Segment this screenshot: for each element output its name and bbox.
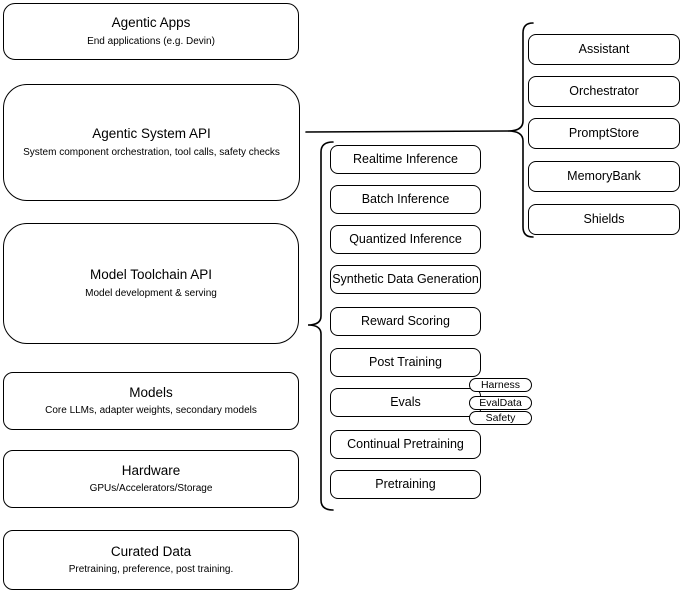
box-agentic-apps: Agentic Apps End applications (e.g. Devi… <box>3 3 299 60</box>
toolchain-item-pretraining-label: Pretraining <box>375 476 436 491</box>
toolchain-item-post-training: Post Training <box>330 348 481 377</box>
box-curated-data: Curated Data Pretraining, preference, po… <box>3 530 299 590</box>
box-agentic-system-api: Agentic System API System component orch… <box>3 84 300 201</box>
component-assistant: Assistant <box>528 34 680 65</box>
toolchain-item-quantized-inference-label: Quantized Inference <box>349 231 462 246</box>
toolchain-brace <box>307 141 334 511</box>
toolchain-item-synthetic-data-generation-label: Synthetic Data Generation <box>332 271 479 286</box>
box-agentic-apps-subtitle: End applications (e.g. Devin) <box>87 35 215 47</box>
box-agentic-apps-title: Agentic Apps <box>111 15 191 31</box>
component-memorybank-label: MemoryBank <box>567 168 641 183</box>
system-components-brace <box>507 22 534 238</box>
evals-tag-safety: Safety <box>469 411 532 425</box>
toolchain-item-quantized-inference: Quantized Inference <box>330 225 481 254</box>
box-models: Models Core LLMs, adapter weights, secon… <box>3 372 299 430</box>
box-models-subtitle: Core LLMs, adapter weights, secondary mo… <box>45 405 257 417</box>
toolchain-item-post-training-label: Post Training <box>369 354 442 369</box>
evals-tag-evaldata-label: EvalData <box>479 396 522 409</box>
evals-tag-evaldata: EvalData <box>469 396 532 410</box>
component-shields: Shields <box>528 204 680 235</box>
box-hardware: Hardware GPUs/Accelerators/Storage <box>3 450 299 508</box>
toolchain-item-batch-inference-label: Batch Inference <box>361 191 450 206</box>
toolchain-item-reward-scoring-label: Reward Scoring <box>361 313 450 328</box>
toolchain-item-evals: Evals <box>330 388 481 417</box>
box-hardware-subtitle: GPUs/Accelerators/Storage <box>89 483 213 495</box>
system-api-to-components-line <box>305 130 509 133</box>
component-orchestrator-label: Orchestrator <box>569 83 639 98</box>
toolchain-item-synthetic-data-generation: Synthetic Data Generation <box>330 265 481 294</box>
component-orchestrator: Orchestrator <box>528 76 680 107</box>
box-curated-data-subtitle: Pretraining, preference, post training. <box>68 564 234 576</box>
toolchain-item-realtime-inference-label: Realtime Inference <box>353 151 458 166</box>
component-assistant-label: Assistant <box>578 41 630 56</box>
box-agentic-system-api-subtitle: System component orchestration, tool cal… <box>23 146 280 158</box>
toolchain-item-realtime-inference: Realtime Inference <box>330 145 481 174</box>
box-model-toolchain-api-subtitle: Model development & serving <box>85 287 217 299</box>
toolchain-item-continual-pretraining: Continual Pretraining <box>330 430 481 459</box>
toolchain-item-batch-inference: Batch Inference <box>330 185 481 214</box>
box-model-toolchain-api: Model Toolchain API Model development & … <box>3 223 299 344</box>
evals-tag-harness-label: Harness <box>480 378 521 391</box>
box-models-title: Models <box>129 384 173 400</box>
box-curated-data-title: Curated Data <box>110 543 192 559</box>
component-memorybank: MemoryBank <box>528 161 680 192</box>
component-promptstore-label: PromptStore <box>568 125 640 140</box>
box-hardware-title: Hardware <box>121 462 181 478</box>
box-model-toolchain-api-title: Model Toolchain API <box>89 267 213 283</box>
toolchain-item-evals-label: Evals <box>390 394 421 409</box>
toolchain-item-pretraining: Pretraining <box>330 470 481 499</box>
component-shields-label: Shields <box>583 211 625 226</box>
component-promptstore: PromptStore <box>528 118 680 149</box>
box-agentic-system-api-title: Agentic System API <box>92 126 211 142</box>
toolchain-item-reward-scoring: Reward Scoring <box>330 307 481 336</box>
evals-tag-safety-label: Safety <box>485 411 516 424</box>
evals-tag-harness: Harness <box>469 378 532 392</box>
toolchain-item-continual-pretraining-label: Continual Pretraining <box>347 436 464 451</box>
